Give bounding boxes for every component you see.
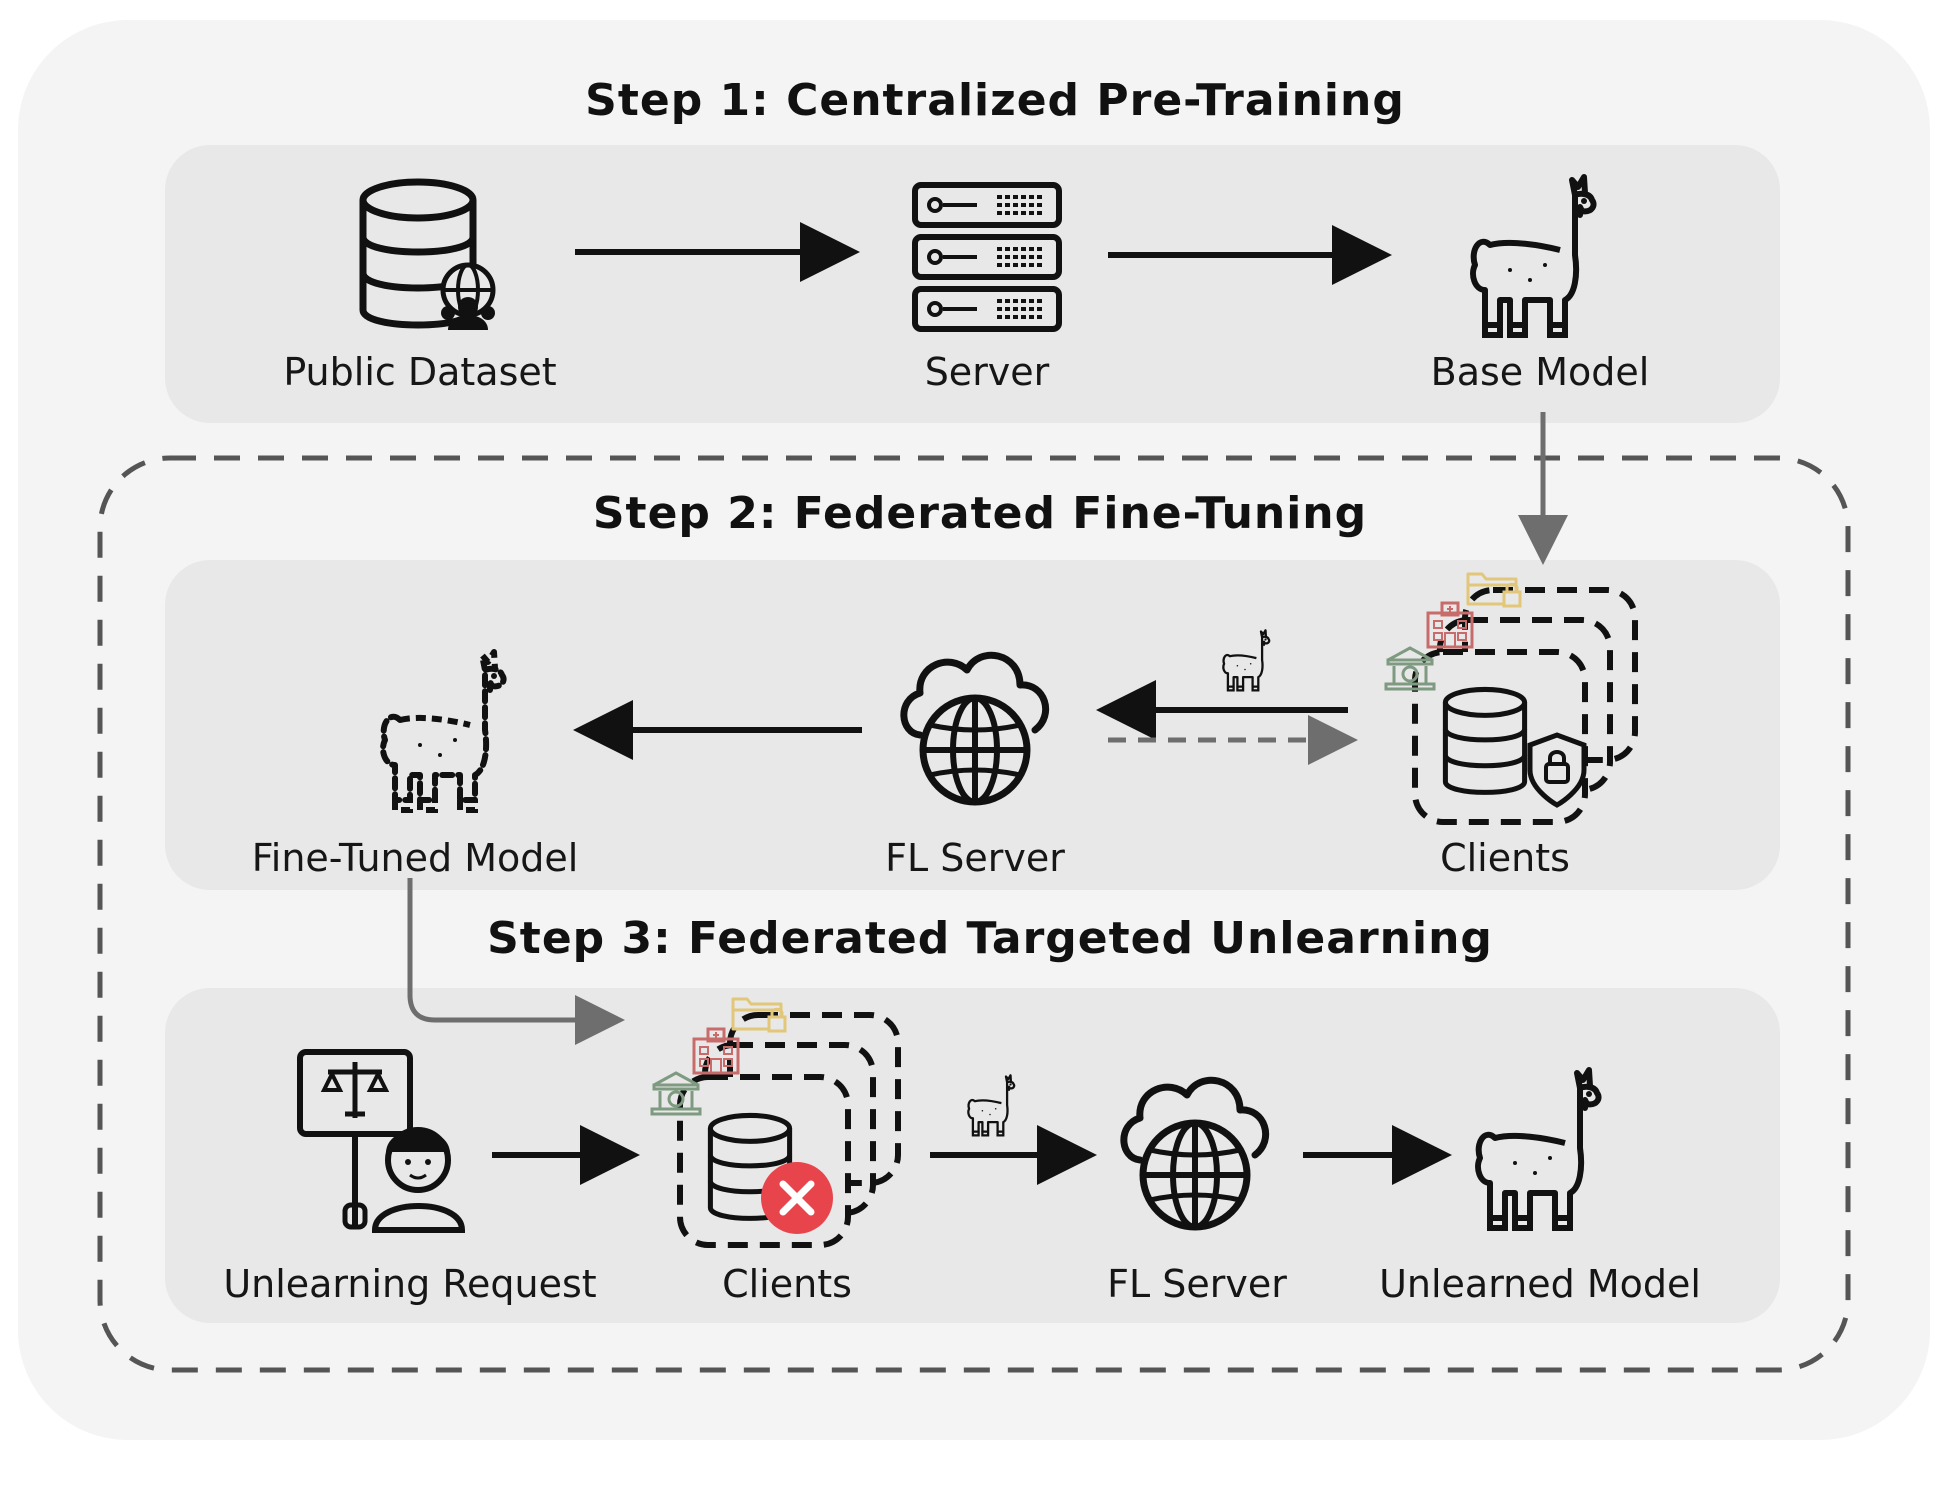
server-rack-icon xyxy=(912,182,1062,332)
label-unlearned-model: Unlearned Model xyxy=(1379,1262,1701,1306)
step1-panel xyxy=(165,145,1780,423)
database-globe-icon xyxy=(363,182,496,330)
label-clients: Clients xyxy=(1440,836,1570,880)
unlearning-request-person-icon xyxy=(297,1049,466,1233)
step3-title: Step 3: Federated Targeted Unlearning xyxy=(487,913,1493,964)
step1-title: Step 1: Centralized Pre-Training xyxy=(585,75,1405,126)
arrow-finetuned-to-step3-clients xyxy=(407,878,625,1045)
label-server: Server xyxy=(924,350,1050,394)
label-unlearning-request: Unlearning Request xyxy=(223,1262,597,1306)
label-public-dataset: Public Dataset xyxy=(283,350,557,394)
clients-stack-icon xyxy=(1412,587,1638,825)
label-base-model: Base Model xyxy=(1430,350,1650,394)
label-fine-tuned-model: Fine-Tuned Model xyxy=(251,836,579,880)
label-step3-clients: Clients xyxy=(722,1262,852,1306)
error-x-icon xyxy=(761,1162,833,1234)
federated-region-border xyxy=(97,455,1851,1373)
step2-title: Step 2: Federated Fine-Tuning xyxy=(592,488,1368,539)
label-step3-fl-server: FL Server xyxy=(1107,1262,1287,1306)
label-fl-server: FL Server xyxy=(885,836,1065,880)
